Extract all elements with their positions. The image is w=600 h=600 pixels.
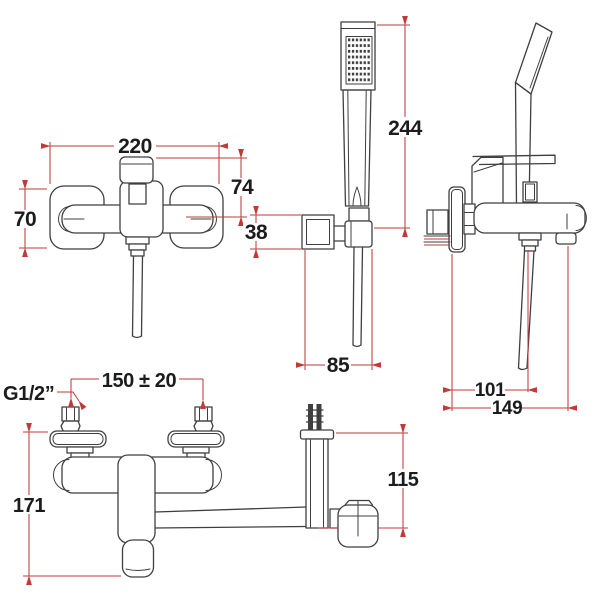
spout-outlet-side [555,232,577,245]
bracket-column-plan [299,429,341,529]
dimension-150: 150 ± 20 [68,370,206,409]
dim-shower-length: 244 [388,117,423,140]
plan-view: G1/2” 150 ± 20 171 115 [3,370,421,585]
side-view: 101 149 [423,22,587,419]
dimension-85: 85 [296,249,381,377]
fixing-pins [305,404,324,430]
dim-front-width: 220 [118,135,152,158]
body-bar-side [473,202,587,234]
dim-front-handle-height: 74 [231,176,254,199]
shower-hose-middle [352,246,364,348]
shower-handle [342,89,372,207]
dim-front-flange-height: 70 [14,208,37,231]
handle-cone-detail [352,186,362,207]
inlet-tailpiece-side [423,209,451,246]
label-thread-size: G1/2” [3,383,54,405]
union-nut-side [463,203,476,235]
hose-connector-side [518,232,542,252]
dimension-220: 220 [41,135,228,184]
dim-wall-to-spout: 149 [492,398,523,419]
dim-wall-to-hose: 101 [475,380,506,401]
inlet-union-right [167,406,225,460]
dim-total-height: 171 [13,495,45,517]
dim-bracket-depth: 85 [327,354,350,377]
upper-body-side [471,156,504,205]
shower-hose-side [517,250,535,371]
dim-outlet-height: 115 [387,469,418,491]
parked-handshower-side [514,22,553,207]
dim-bracket-height: 38 [245,221,268,244]
handle-plan [117,454,156,578]
dimension-70: 70 [11,180,47,257]
cartridge-body [119,180,164,238]
dimension-115: 115 [318,424,421,537]
front-view: 220 74 70 [11,135,256,339]
thread-callout: G1/2” [3,383,87,411]
shower-holder [344,207,373,248]
spray-face-nozzles [348,38,371,82]
spout-arm-plan [154,506,307,529]
dimension-101: 101 149 [443,246,577,419]
mixer-handle [119,156,154,205]
holder-knob-plan [337,499,379,548]
dim-inlet-centers: 150 ± 20 [102,370,177,392]
inlet-union-left [49,406,107,460]
handshower-view: 244 38 85 [243,16,426,377]
top-shelf [472,154,556,166]
wall-flange-side [448,186,466,253]
dimension-38: 38 [243,206,301,258]
shower-hose-front [131,255,144,339]
dimension-74: 74 [156,149,256,226]
dimension-244: 244 [374,16,426,237]
shower-head [340,21,376,91]
dimension-171: 171 [12,423,121,585]
holder-peg-side [522,181,538,203]
bracket-wall-plate [301,214,346,250]
hose-connector-front [125,236,150,257]
